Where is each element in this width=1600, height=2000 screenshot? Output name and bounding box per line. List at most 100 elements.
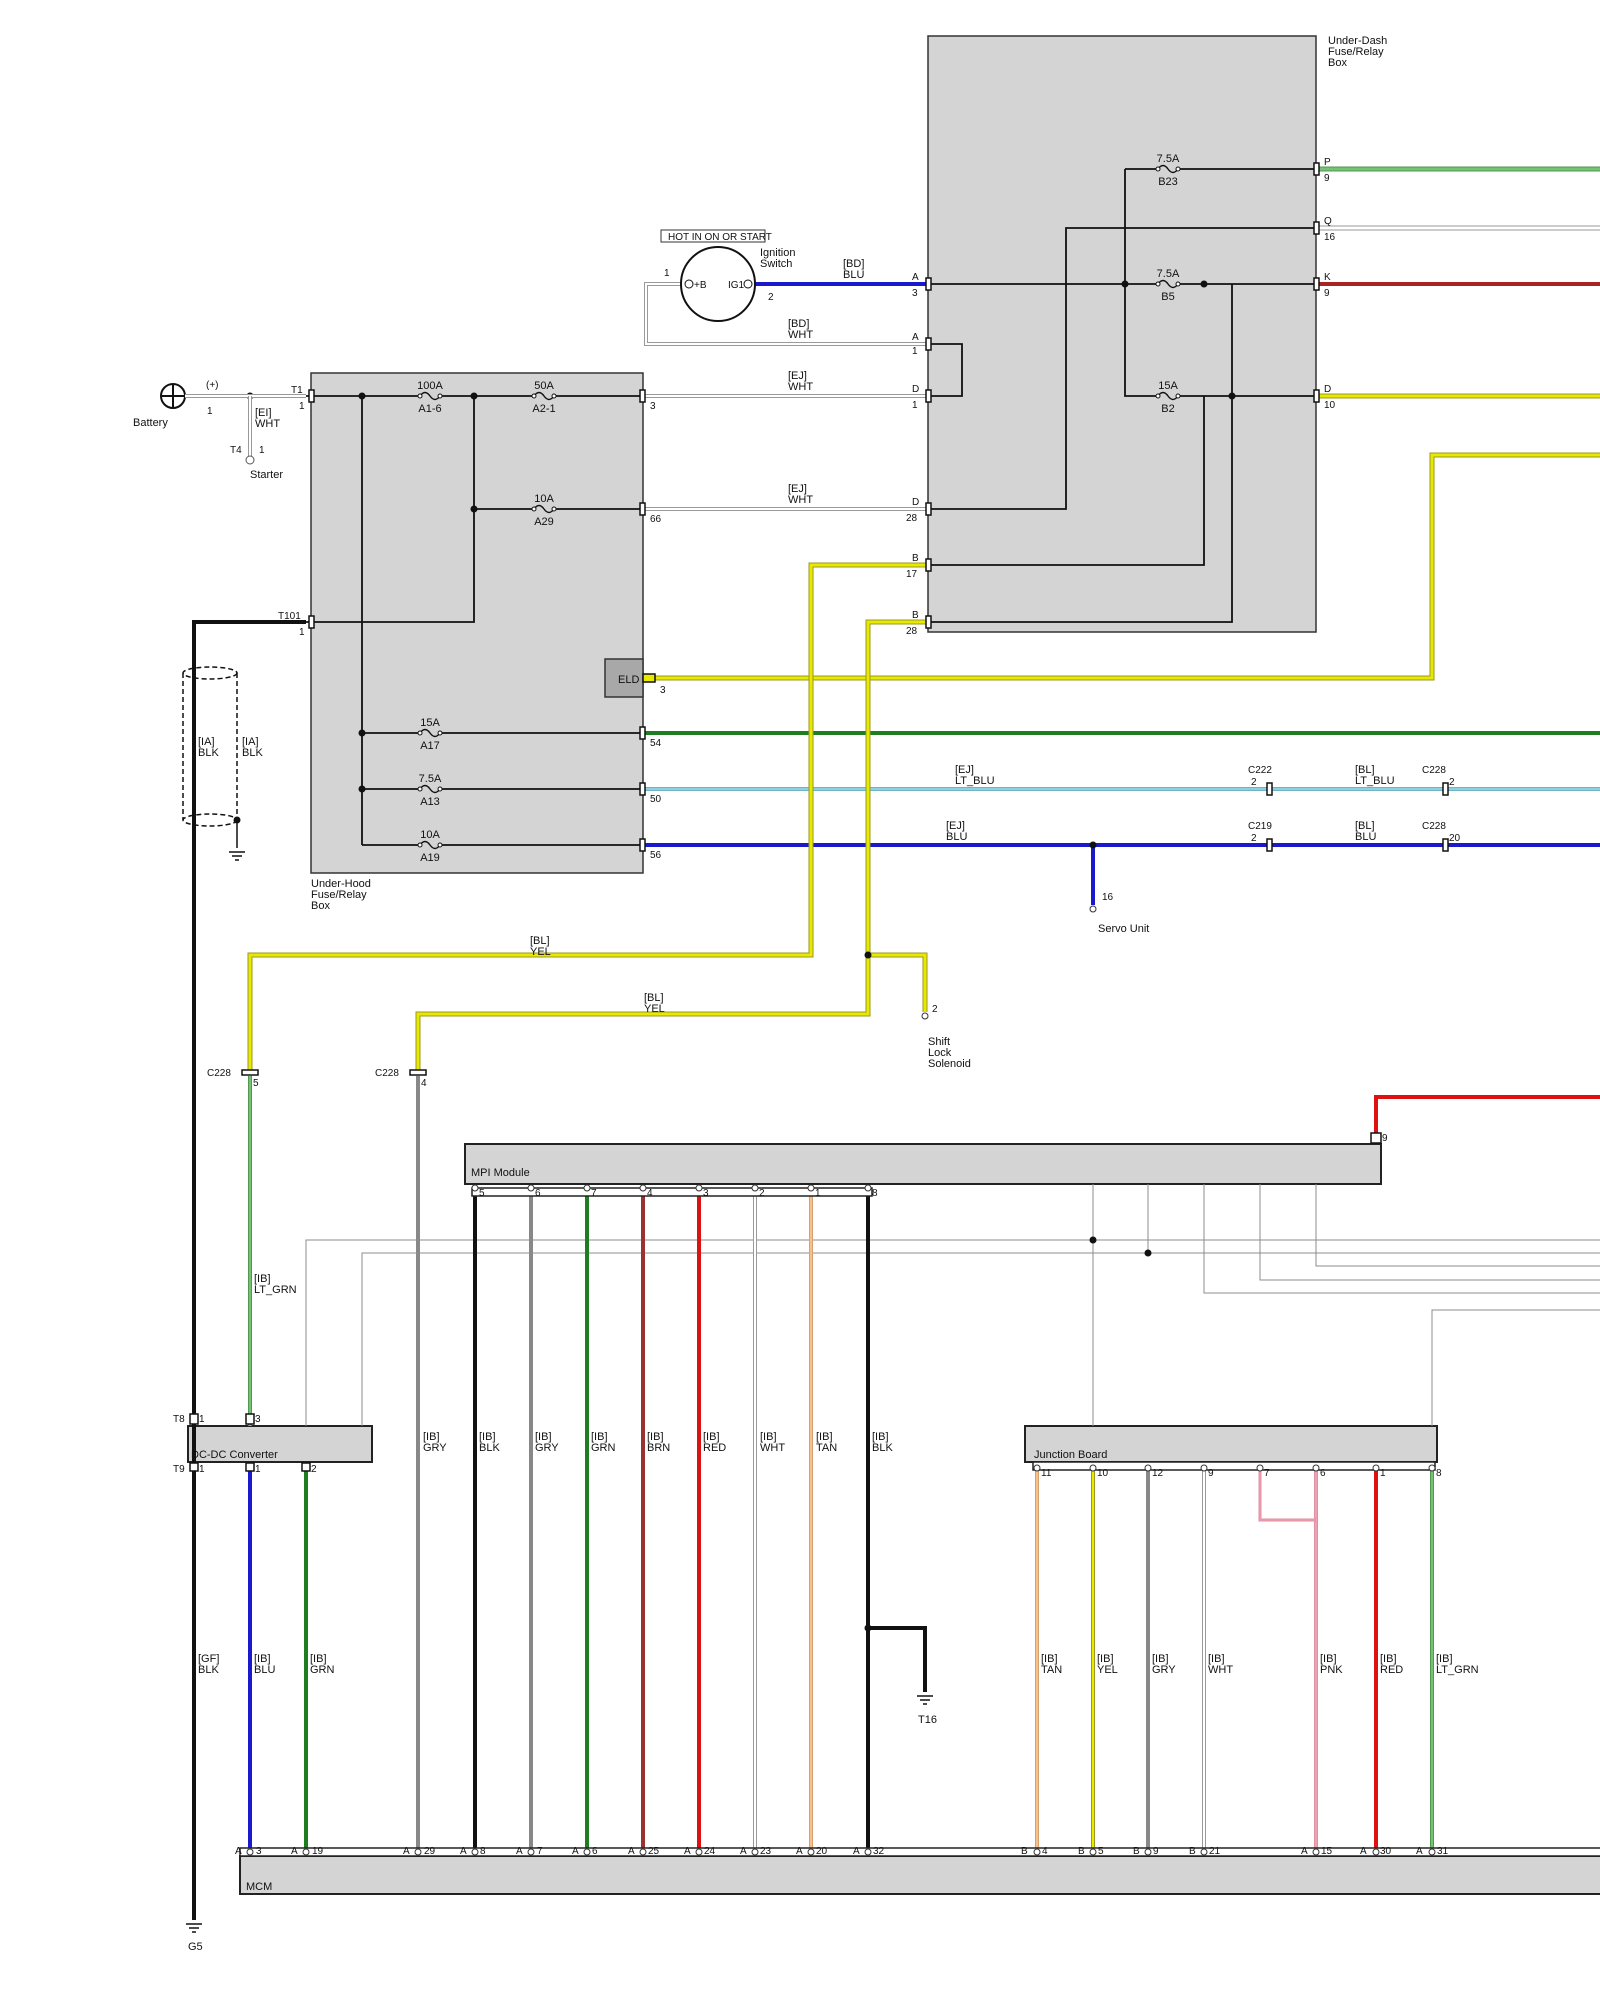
label-l_ud1b: 1 <box>912 400 918 411</box>
wire-label-w33: [IB]LT_GRN <box>1436 1653 1479 1676</box>
pin-circle <box>527 1184 535 1192</box>
dcdc-converter-label: DC-DC Converter <box>191 1449 278 1461</box>
eld-module <box>604 658 644 698</box>
battery-label: Battery <box>133 417 168 429</box>
label-l_mc20: 20 <box>816 1846 828 1857</box>
pin-circle <box>471 1848 479 1856</box>
pin-terminal <box>1442 782 1449 796</box>
label-l_mc19: 19 <box>312 1846 324 1857</box>
ignition-switch <box>660 229 766 322</box>
label-l_mcA8: A <box>460 1846 467 1857</box>
pin-terminal <box>925 502 932 516</box>
pin-circle <box>414 1848 422 1856</box>
wire-label-w6: [EJ]LT_BLU <box>955 764 995 787</box>
pin-terminal <box>1313 389 1320 403</box>
hot-in-label: HOT IN ON OR START <box>668 232 772 243</box>
label-l_uh3: 3 <box>650 401 656 412</box>
mpi-pin-9 <box>1370 1132 1382 1144</box>
label-l_t8: T8 <box>173 1414 185 1425</box>
wire-label-w7: [BL]LT_BLU <box>1355 764 1395 787</box>
servo-unit-label: Servo Unit <box>1098 923 1149 935</box>
pin-terminal <box>639 726 646 740</box>
wire-label-w28: [IB]YEL <box>1097 1653 1118 1676</box>
label-l_udP: P <box>1324 157 1331 168</box>
label-l_udK: K <box>1324 272 1331 283</box>
label-l_c228c: C228 <box>207 1068 231 1079</box>
label-l_mc15: 15 <box>1321 1846 1333 1857</box>
wire-label-w32: [IB]RED <box>1380 1653 1403 1676</box>
fuse-end-l-A2-1 <box>531 393 537 399</box>
label-l_uh56: 56 <box>650 850 662 861</box>
label-l_mp5: 5 <box>479 1188 485 1199</box>
wire-label-w11: [BL]YEL <box>644 992 665 1015</box>
under-dash-fuse-relay-box <box>927 35 1317 633</box>
label-l_mp1: 1 <box>815 1188 821 1199</box>
pin-circle <box>639 1848 647 1856</box>
label-l_mc29: 29 <box>424 1846 436 1857</box>
fuse-rating-A13: 7.5A <box>419 773 442 785</box>
fuse-end-l-B2 <box>1155 393 1161 399</box>
label-l_mc24: 24 <box>704 1846 716 1857</box>
junction-dot <box>1121 280 1129 288</box>
pin-circle <box>864 1184 872 1192</box>
fuse-symbol-A2-1 <box>533 391 555 401</box>
label-l_mcB21: B <box>1189 1846 1196 1857</box>
label-l_mcA23: A <box>740 1846 747 1857</box>
wire-ud-a1-loop <box>928 343 963 397</box>
pin-circle <box>751 1848 759 1856</box>
wire-label-w23: [IB]BLK <box>872 1431 893 1454</box>
pin-terminal <box>639 502 646 516</box>
fuse-end-l-A17 <box>417 730 423 736</box>
fuse-rating-A29: 10A <box>534 493 554 505</box>
wire-thin-6 <box>1259 1184 1600 1281</box>
dynamic-labels: [BD]BLU[BD]WHT[EJ]WHT[EJ]WHT[EI]WHT[EJ]L… <box>173 157 1479 1857</box>
fuse-end-l-A29 <box>531 506 537 512</box>
fuse-symbol-B2 <box>1157 391 1179 401</box>
fuse-rating-B23: 7.5A <box>1157 153 1180 165</box>
label-l_c222: C222 <box>1248 765 1272 776</box>
label-l_jb8: 8 <box>1436 1468 1442 1479</box>
wire-label-w27: [IB]TAN <box>1041 1653 1062 1676</box>
fuse-rating-B2: 15A <box>1158 380 1178 392</box>
label-l_mc9: 9 <box>1153 1846 1159 1857</box>
eld-pin <box>642 673 656 683</box>
pin-circle <box>1372 1464 1380 1472</box>
mpi-module <box>464 1143 1382 1185</box>
wire-eld-yel <box>643 453 1600 680</box>
fuse-end-r-B23 <box>1175 166 1181 172</box>
fuse-rating-A17: 15A <box>420 717 440 729</box>
fuse-end-r-A19 <box>437 842 443 848</box>
label-l_mcA6: A <box>572 1846 579 1857</box>
wire-label-w25: [IB]BLU <box>254 1653 275 1676</box>
wires <box>192 166 1600 1920</box>
label-l_mc25: 25 <box>648 1846 660 1857</box>
label-l_c228cp: 5 <box>253 1078 259 1089</box>
eld-label: ELD <box>618 674 639 686</box>
junction-dot <box>470 392 478 400</box>
label-l_ud28b: 28 <box>906 626 918 637</box>
wire-label-w20: [IB]RED <box>703 1431 726 1454</box>
label-l_mcA31: A <box>1416 1846 1423 1857</box>
pin-circle <box>1144 1848 1152 1856</box>
labels: Battery Starter HOT IN ON OR START Ignit… <box>133 35 1387 1953</box>
fuse-rating-B5: 7.5A <box>1157 268 1180 280</box>
pin-circle <box>807 1184 815 1192</box>
junction-dot <box>358 785 366 793</box>
label-l_mc31: 31 <box>1437 1846 1449 1857</box>
pin-terminal <box>308 615 315 629</box>
pin-circle <box>921 1012 929 1020</box>
fuse-name-B2: B2 <box>1161 403 1174 415</box>
mcm-label: MCM <box>246 1881 272 1893</box>
label-l_mpi9: 9 <box>1382 1133 1388 1144</box>
under-dash-internal-lines <box>928 168 1316 623</box>
label-l_c222p: 2 <box>1251 777 1257 788</box>
fuse-rating-A19: 10A <box>420 829 440 841</box>
label-l_mp6: 6 <box>535 1188 541 1199</box>
fuse-name-A29: A29 <box>534 516 554 528</box>
label-l_eld3: 3 <box>660 685 666 696</box>
junction-dot <box>358 729 366 737</box>
mpi-module-label: MPI Module <box>471 1167 530 1179</box>
label-l_mc5: 5 <box>1098 1846 1104 1857</box>
label-l_mcA15: A <box>1301 1846 1308 1857</box>
